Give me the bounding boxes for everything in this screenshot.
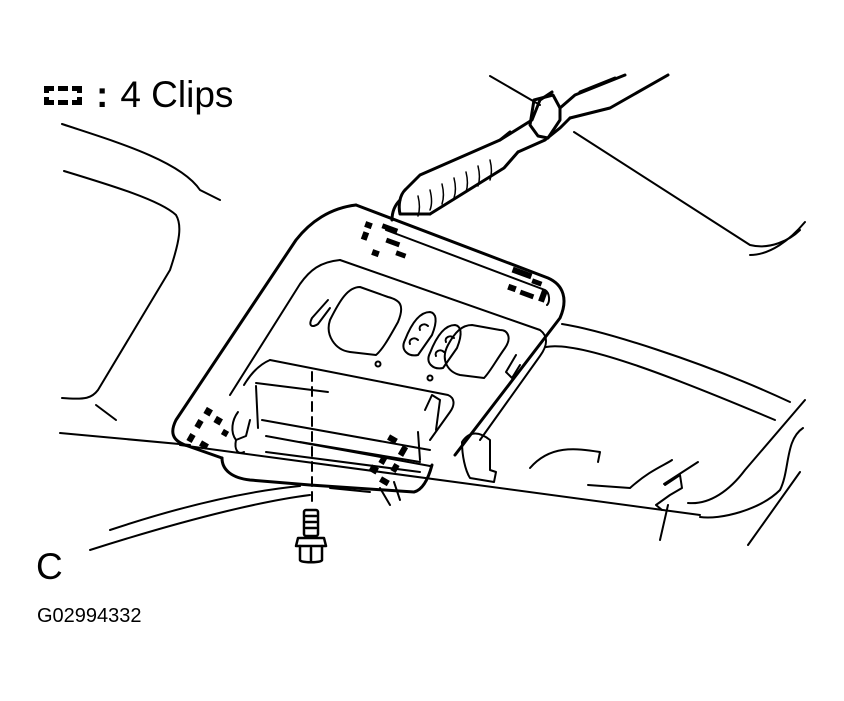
dashed-clip-symbol-icon bbox=[44, 85, 82, 105]
clip-top-right bbox=[507, 266, 548, 303]
roof-headliner-lower bbox=[89, 481, 401, 551]
clip-bottom-right bbox=[368, 434, 409, 487]
roof-headliner-left bbox=[59, 123, 221, 446]
bolt bbox=[294, 508, 328, 564]
clip-markers bbox=[186, 221, 548, 487]
map-lamp-switch-right bbox=[427, 324, 462, 370]
roof-headliner-right bbox=[179, 75, 806, 546]
screwdriver bbox=[390, 73, 670, 222]
map-lamp-switch-left bbox=[402, 311, 437, 357]
clip-legend: : 4 Clips bbox=[44, 76, 233, 113]
legend-separator: : bbox=[96, 74, 109, 115]
view-label: C bbox=[36, 546, 63, 587]
clip-top-left bbox=[360, 221, 407, 259]
overhead-console bbox=[171, 203, 566, 494]
left-map-lamp-lens bbox=[327, 286, 403, 356]
figure-id: G02994332 bbox=[37, 605, 142, 627]
clip-bottom-left bbox=[186, 406, 230, 450]
legend-label: 4 Clips bbox=[120, 74, 234, 115]
screwdriver-grip-ridges bbox=[417, 159, 493, 217]
